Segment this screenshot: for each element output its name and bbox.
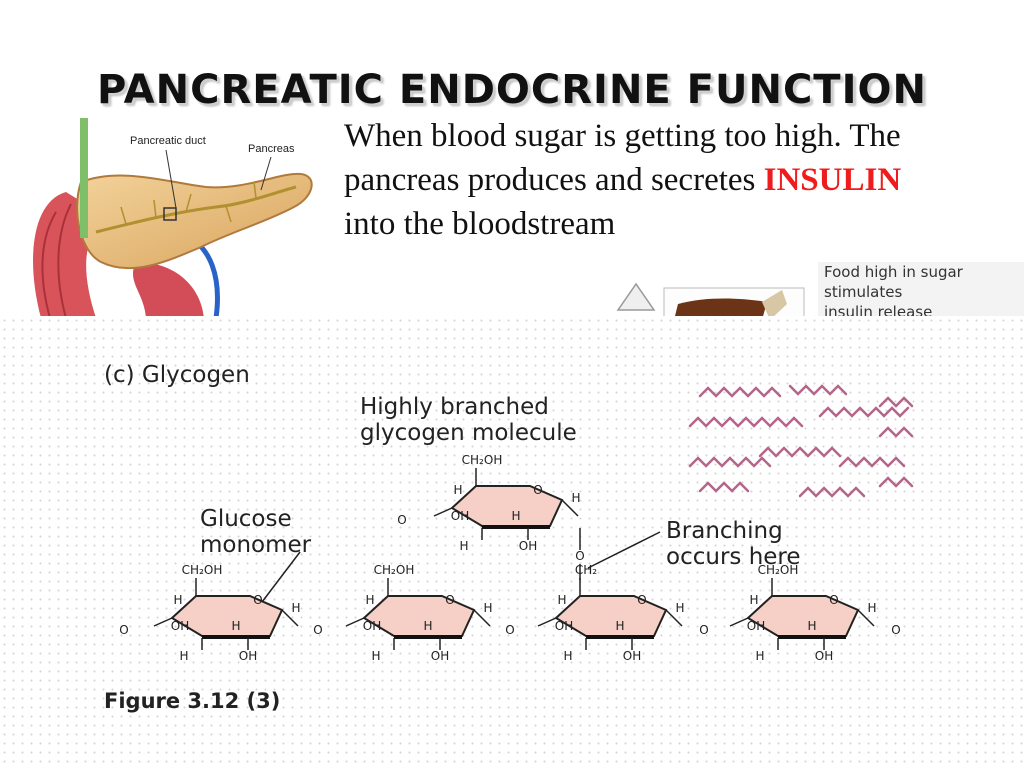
ring-h-label: H: [755, 649, 764, 663]
ring-oh-label: OH: [747, 619, 765, 633]
glycogen-molecule-label: glycogen molecule: [360, 420, 577, 446]
ring-h-label: H: [423, 619, 432, 633]
pancreas-body: [76, 172, 313, 270]
slide-body-text: When blood sugar is getting too high. Th…: [344, 114, 944, 246]
glycosidic-oxygen-label: O: [119, 623, 128, 637]
ring-top-label: CH₂: [575, 563, 597, 577]
monomer-label: monomer: [200, 532, 312, 558]
ring-oxygen-label: O: [533, 483, 542, 497]
pancreas-label: Pancreas: [248, 143, 295, 155]
body-text-after: into the bloodstream: [344, 206, 616, 242]
ring-oxygen-label: O: [445, 593, 454, 607]
branch-link-oxygen-label: O: [397, 513, 406, 527]
glycosidic-oxygen-label: O: [699, 623, 708, 637]
ring-oh-label: OH: [239, 649, 257, 663]
ring-h-label: H: [173, 593, 182, 607]
ring-top-label: CH₂OH: [374, 563, 415, 577]
ring-oxygen-label: O: [253, 593, 262, 607]
branching-label: Branching: [666, 518, 783, 544]
ring-oh-label: OH: [431, 649, 449, 663]
ring-top-label: CH₂OH: [182, 563, 223, 577]
glycosidic-oxygen-label: O: [891, 623, 900, 637]
ring-h-label: H: [365, 593, 374, 607]
ring-h-label: H: [453, 483, 462, 497]
ring-h-label: H: [571, 491, 580, 505]
body-text-before: When blood sugar is getting too high. Th…: [344, 118, 901, 198]
highly-branched-label: Highly branched: [360, 394, 549, 420]
ring-h-label: H: [563, 649, 572, 663]
slide-title: PANCREATIC ENDOCRINE FUNCTION: [97, 66, 927, 113]
figure-caption: Figure 3.12 (3): [104, 689, 280, 713]
ring-h-label: H: [459, 539, 468, 553]
ring-h-label: H: [291, 601, 300, 615]
ring-h-label: H: [867, 601, 876, 615]
ring-h-label: H: [807, 619, 816, 633]
glycosidic-oxygen-label: O: [505, 623, 514, 637]
insulin-caption: Food high in sugar stimulates insulin re…: [824, 262, 1024, 322]
ring-oh-label: OH: [451, 509, 469, 523]
ring-oxygen-label: O: [637, 593, 646, 607]
ring-oh-label: OH: [171, 619, 189, 633]
insulin-caption-line-1: Food high in sugar: [824, 263, 963, 281]
glycosidic-oxygen-label: O: [313, 623, 322, 637]
insulin-keyword: INSULIN: [763, 162, 902, 198]
glycogen-figure: (c) Glycogen Highly branched glycogen mo…: [0, 316, 1024, 768]
glucose-pointer: [261, 551, 301, 603]
ring-oh-label: OH: [555, 619, 573, 633]
glucose-label: Glucose: [200, 506, 292, 532]
insulin-caption-line-2: stimulates: [824, 283, 903, 301]
ring-h-label: H: [675, 601, 684, 615]
ring-h-label: H: [749, 593, 758, 607]
glycogen-panel-label: (c) Glycogen: [104, 362, 250, 388]
insulin-release-figure: [612, 258, 1024, 320]
ring-h-label: H: [615, 619, 624, 633]
ring-oh-label: OH: [815, 649, 833, 663]
ring-h-label: H: [371, 649, 380, 663]
pancreatic-duct-line: [95, 185, 297, 234]
up-arrow-icon: [616, 282, 656, 311]
ring-h-label: H: [483, 601, 492, 615]
ring-oh-label: OH: [519, 539, 537, 553]
ring-h-label: H: [179, 649, 188, 663]
ring-top-label: CH₂OH: [462, 453, 503, 467]
ring-h-label: H: [511, 509, 520, 523]
branched-molecule-sketch: [688, 384, 914, 498]
stomach-portion: [132, 262, 204, 318]
ring-h-label: H: [231, 619, 240, 633]
branch-oxygen-label: O: [575, 549, 584, 563]
occurs-here-label: occurs here: [666, 544, 801, 570]
pancreatic-duct-label: Pancreatic duct: [130, 135, 206, 147]
ring-oh-label: OH: [363, 619, 381, 633]
cake-image: [674, 298, 767, 320]
ring-h-label: H: [557, 593, 566, 607]
ring-oh-label: OH: [623, 649, 641, 663]
ring-top-label: CH₂OH: [758, 563, 799, 577]
ring-oxygen-label: O: [829, 593, 838, 607]
pancreas-illustration: Pancreatic duct Pancreas: [33, 118, 313, 318]
branching-pointer: [587, 531, 661, 569]
